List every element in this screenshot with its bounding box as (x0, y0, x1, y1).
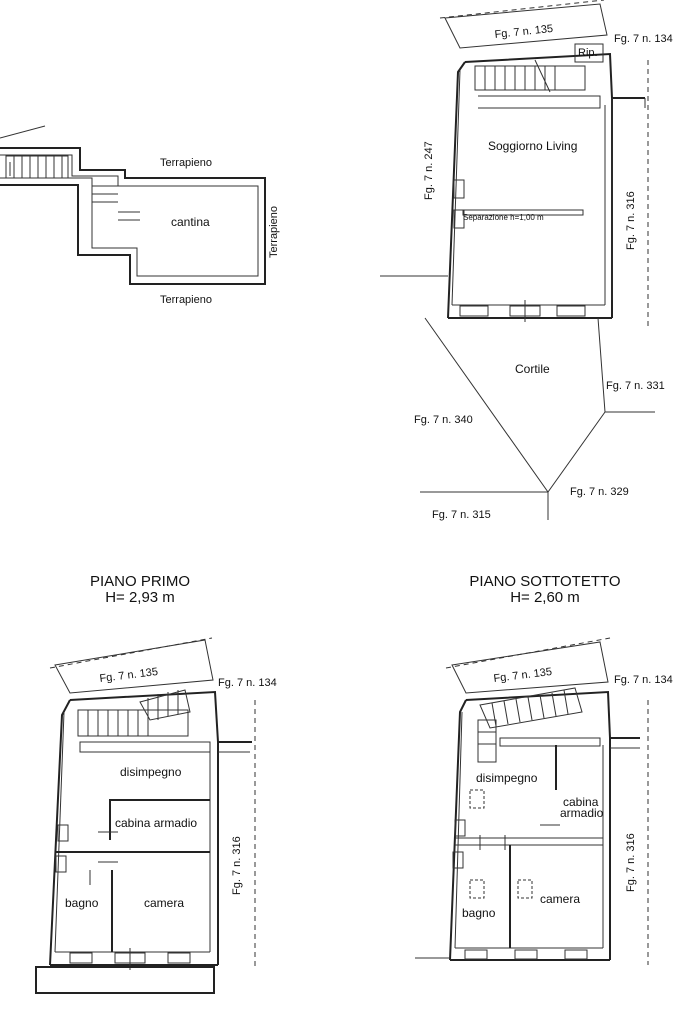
ff-cabina-label: cabina armadio (115, 816, 197, 830)
ff-bagno-label: bagno (65, 896, 99, 910)
terrapieno-top-label: Terrapieno (160, 157, 212, 169)
af-cabina-label-1: cabina (563, 795, 599, 809)
gf-separazione-label: Separazione h=1,00 m (463, 213, 544, 222)
basement-stairs (5, 155, 118, 203)
af-parcel-134: Fg. 7 n. 134 (614, 674, 673, 686)
gf-parcel-134: Fg. 7 n. 134 (614, 33, 673, 45)
af-parcel-316: Fg. 7 n. 316 (625, 833, 637, 892)
af-parcel-135: Fg. 7 n. 135 (493, 666, 553, 685)
gf-parcel-329: Fg. 7 n. 329 (570, 486, 629, 498)
ff-parcel-134: Fg. 7 n. 134 (218, 677, 277, 689)
gf-stairs (474, 59, 586, 93)
gf-cortile-label: Cortile (515, 362, 550, 376)
gf-parcel-331: Fg. 7 n. 331 (606, 380, 665, 392)
first-floor-plan: Fg. 7 n. 135 Fg. 7 n. 134 disimpegno (35, 637, 277, 994)
ff-camera-label: camera (144, 896, 184, 910)
attic-floor-title-height: H= 2,60 m (510, 589, 580, 606)
af-disimpegno-label: disimpegno (476, 771, 538, 785)
gf-parcel-316: Fg. 7 n. 316 (625, 191, 637, 250)
first-floor-title-name: PIANO PRIMO (89, 573, 190, 590)
gf-parcel-135: Fg. 7 n. 135 (494, 23, 554, 41)
gf-parcel-340: Fg. 7 n. 340 (414, 414, 473, 426)
af-cabina-label-2: armadio (560, 806, 604, 820)
basement-plan: cantina Terrapieno Terrapieno Terrapieno (0, 125, 280, 306)
ff-parcel-135: Fg. 7 n. 135 (99, 666, 159, 685)
gf-parcel-315: Fg. 7 n. 315 (432, 509, 491, 521)
af-bagno-label: bagno (462, 906, 496, 920)
attic-floor-title: PIANO SOTTOTETTO H= 2,60 m (440, 574, 650, 606)
af-camera-label: camera (540, 892, 580, 906)
ff-stairs (77, 689, 191, 737)
ground-floor-plan: Fg. 7 n. 135 Fg. 7 n. 134 Rip. Soggiorno… (380, 0, 673, 521)
gf-living-label: Soggiorno Living (488, 139, 577, 153)
terrapieno-right-label: Terrapieno (268, 206, 280, 258)
attic-floor-plan: Fg. 7 n. 135 Fg. 7 n. 134 disimpegno cab… (415, 637, 673, 965)
first-floor-title-height: H= 2,93 m (105, 589, 175, 606)
attic-floor-title-name: PIANO SOTTOTETTO (469, 573, 621, 590)
af-stairs (477, 687, 583, 763)
gf-rip-label: Rip. (578, 47, 598, 59)
first-floor-title: PIANO PRIMO H= 2,93 m (60, 574, 220, 606)
gf-parcel-247: Fg. 7 n. 247 (423, 141, 435, 200)
terrapieno-bottom-label: Terrapieno (160, 294, 212, 306)
cantina-label: cantina (171, 215, 210, 229)
ff-parcel-316: Fg. 7 n. 316 (231, 836, 243, 895)
ff-disimpegno-label: disimpegno (120, 765, 182, 779)
